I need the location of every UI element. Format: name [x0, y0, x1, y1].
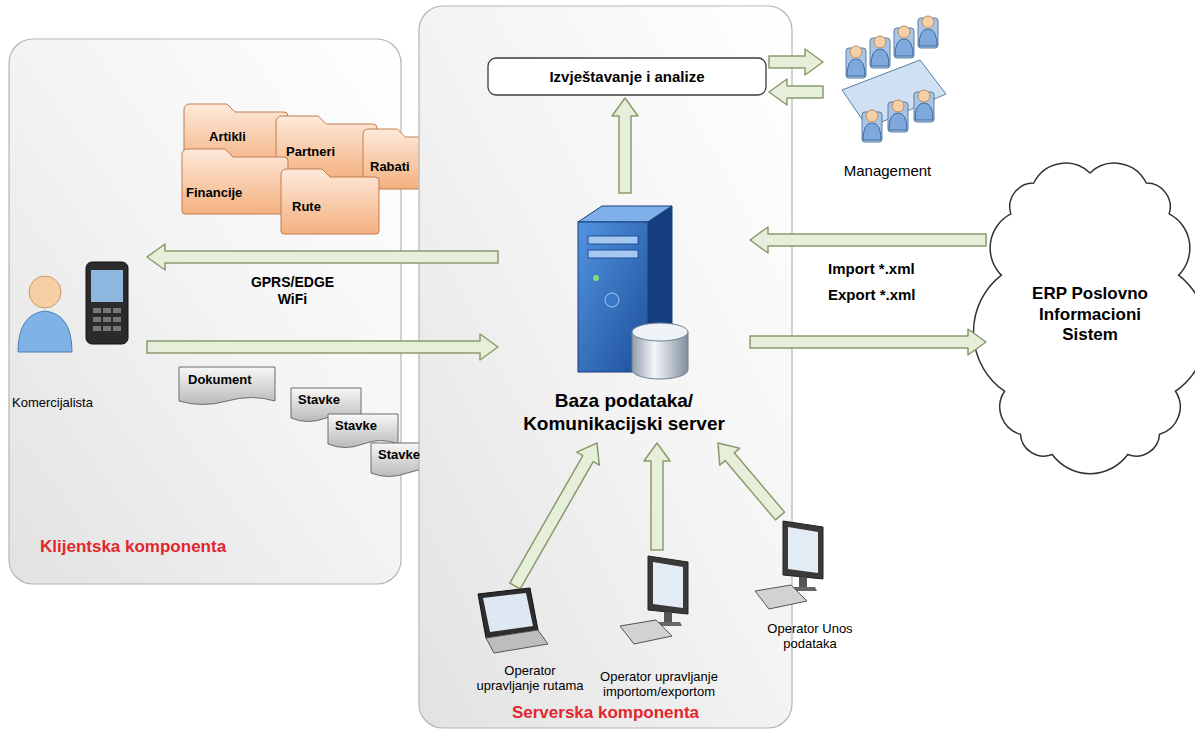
- folder-outline: [181, 148, 289, 215]
- pda-icon: [103, 308, 111, 313]
- pda-icon: [113, 326, 121, 331]
- panel-outline: [419, 6, 792, 728]
- folder-outline: [281, 169, 379, 234]
- laptop-icon: [483, 593, 533, 632]
- salesperson-icon: [29, 276, 61, 308]
- data-folder: Artikli: [183, 103, 289, 170]
- node-label: Financije: [186, 185, 242, 201]
- meeting-icon: [914, 90, 934, 122]
- management-actor: Management: [825, 4, 950, 182]
- node-label: ERP Poslovno Informacioni Sistem: [1028, 284, 1153, 345]
- pda-icon: [86, 262, 128, 344]
- data-folder: Rabati: [362, 128, 446, 190]
- node-label: Rabati: [370, 159, 410, 175]
- client-panel: Klijentska komponentaArtikliPartneriRaba…: [8, 38, 402, 585]
- node-label: Stavke: [335, 418, 377, 434]
- node-label: Komercijalista: [12, 395, 93, 411]
- node-label: Serverska komponenta: [512, 703, 699, 723]
- operator-station: Operator Unos podataka: [748, 518, 872, 654]
- process-box: Izvještavanje i analize: [487, 57, 767, 96]
- node-label: Operator upravljanje importom/exportom: [569, 669, 749, 700]
- doc-outline: [179, 367, 275, 405]
- document-sheet: Dokument: [178, 366, 276, 408]
- server-tower-icon: [593, 275, 599, 281]
- pda-icon: [93, 326, 101, 331]
- panel-outline: [418, 5, 793, 729]
- server-panel: Serverska komponenta Izvještavanje i anal…: [418, 5, 793, 729]
- meeting-icon: [870, 36, 890, 68]
- node-label: Management: [844, 162, 932, 180]
- node-label: Rute: [292, 199, 321, 215]
- pda-icon: [113, 308, 121, 313]
- pda-icon: [103, 326, 111, 331]
- node-label: Artikli: [209, 129, 246, 145]
- box-outline: [488, 58, 766, 95]
- node-label: Partneri: [286, 144, 335, 160]
- node-label: Stavke: [298, 392, 340, 408]
- edge-label: Export *.xml: [828, 286, 916, 304]
- node-label: Baza podataka/ Komunikacijski server: [504, 390, 744, 436]
- node-label: Dokument: [188, 372, 252, 388]
- meeting-icon: [918, 16, 938, 48]
- node-label: Stavke: [378, 447, 420, 463]
- data-folder: Financije: [181, 148, 289, 215]
- meeting-icon: [846, 46, 866, 78]
- database-icon: [632, 323, 688, 379]
- panel-outline: [9, 39, 401, 584]
- node-label: Klijentska komponenta: [40, 537, 226, 557]
- meeting-icon: [894, 26, 914, 58]
- node-label: Operator upravljanje rutama: [474, 663, 586, 694]
- data-folder: Rute: [280, 168, 380, 235]
- doc-outline: [328, 414, 398, 448]
- laptop-icon: [478, 588, 538, 638]
- erp-cloud: ERP Poslovno Informacioni Sistem: [988, 160, 1192, 470]
- server-tower-icon: [605, 293, 619, 307]
- pda-icon: [93, 308, 101, 313]
- document-sheet: Stavke: [370, 442, 445, 480]
- server-node: Baza podataka/ Komunikacijski server: [500, 195, 748, 440]
- operator-station: Operator upravljanje rutama: [455, 588, 605, 696]
- meeting-icon: [842, 16, 946, 142]
- pda-icon: [113, 317, 121, 322]
- database-icon: [632, 323, 688, 341]
- document-sheet: Stavke: [327, 413, 399, 451]
- label-holder: Export *.xml: [828, 286, 916, 304]
- meeting-icon: [888, 100, 908, 132]
- pda-icon: [91, 270, 123, 302]
- edge-label: Import *.xml: [828, 260, 915, 278]
- label-holder: Import *.xml: [828, 260, 915, 278]
- pda-icon: [86, 262, 128, 344]
- link-label: GPRS/EDGE WiFi: [245, 274, 340, 308]
- folder-outline: [182, 149, 288, 214]
- data-folder: Partneri: [275, 115, 378, 181]
- server-tower-icon: [588, 250, 638, 258]
- pda-icon: [103, 317, 111, 322]
- node-label: Operator Unos podataka: [752, 621, 868, 652]
- meeting-icon: [862, 110, 882, 142]
- operator-station: Operator upravljanje importom/exportom: [565, 552, 753, 702]
- label-holder: GPRS/EDGE WiFi: [245, 274, 340, 308]
- cloud-outline: [974, 163, 1195, 473]
- panel-outline: [8, 38, 402, 585]
- server-tower-icon: [588, 236, 638, 244]
- pda-icon: [93, 317, 101, 322]
- salesperson: Komercijalista: [10, 262, 145, 415]
- node-label: Izvještavanje i analize: [549, 68, 704, 86]
